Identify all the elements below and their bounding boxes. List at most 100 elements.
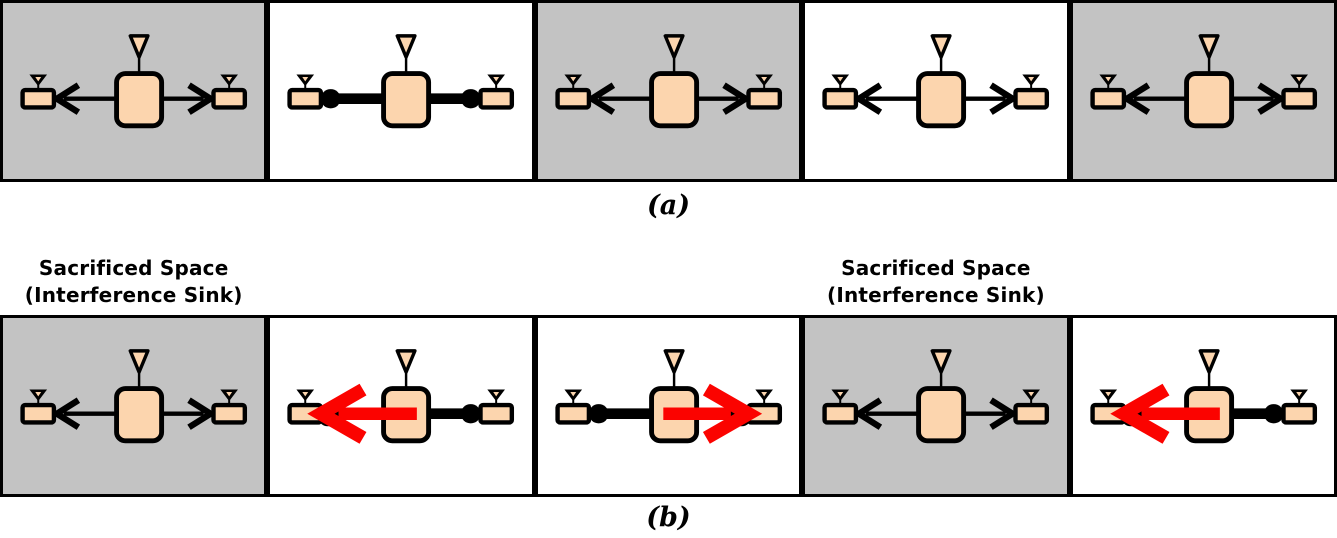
left-arrowhead-icon xyxy=(50,82,81,115)
center-base-station-node xyxy=(648,71,699,129)
right-antenna-inner xyxy=(761,391,767,397)
center-base-station-node xyxy=(1183,71,1234,129)
right-red-arrowhead-icon xyxy=(702,383,762,444)
left-arrowhead-icon xyxy=(853,397,883,430)
left-red-arrowhead-icon xyxy=(307,383,367,444)
row-b-panels xyxy=(0,315,1337,497)
center-antenna-icon xyxy=(930,349,952,374)
center-antenna-icon xyxy=(930,34,952,59)
panel-b-4 xyxy=(802,315,1070,497)
sink-label-line1: Sacrificed Space xyxy=(38,256,229,280)
row-a-panels xyxy=(0,0,1337,182)
cell-diagram xyxy=(20,349,248,444)
right-user-node xyxy=(211,87,248,110)
left-user-node xyxy=(822,402,859,425)
right-user-node xyxy=(1280,87,1317,110)
panel-a-1 xyxy=(0,0,268,182)
left-arrowhead-icon xyxy=(853,82,883,115)
right-antenna-inner xyxy=(1028,391,1035,397)
left-user-node xyxy=(287,87,324,110)
panel-b-2 xyxy=(267,315,535,497)
cell-diagram xyxy=(20,34,248,129)
center-base-station-node xyxy=(114,71,165,129)
row-b-sink-labels: Sacrificed Space(Interference Sink)Sacri… xyxy=(0,228,1337,315)
right-antenna-inner xyxy=(1295,391,1302,397)
left-blocked-link-dot-icon xyxy=(588,404,609,424)
cell-diagram xyxy=(287,349,515,444)
left-antenna-inner xyxy=(302,391,309,397)
right-blocked-link-dot-icon xyxy=(1263,404,1284,424)
caption-a: (a) xyxy=(646,189,691,221)
left-antenna-inner xyxy=(570,76,576,82)
right-arrowhead-icon xyxy=(722,82,752,115)
left-antenna-inner xyxy=(35,391,42,397)
right-antenna-inner xyxy=(226,391,233,397)
left-antenna-inner xyxy=(837,391,844,397)
right-arrowhead-icon xyxy=(1256,82,1287,115)
panel-b-3 xyxy=(534,315,803,497)
left-user-node xyxy=(555,87,591,110)
right-blocked-link-dot-icon xyxy=(461,89,481,109)
sink-label-line1: Sacrificed Space xyxy=(841,256,1031,280)
right-blocked-link-dot-icon xyxy=(461,404,481,424)
right-arrowhead-icon xyxy=(989,82,1019,115)
cell-diagram xyxy=(287,34,515,129)
left-user-node xyxy=(822,87,859,110)
right-antenna-inner xyxy=(761,76,767,82)
left-antenna-inner xyxy=(35,76,42,82)
cell-diagram xyxy=(555,349,782,444)
cell-diagram xyxy=(1090,34,1317,129)
center-base-station-node xyxy=(916,386,967,444)
sink-label-cell-1: Sacrificed Space (Interference Sink) xyxy=(0,255,267,315)
caption-b: (b) xyxy=(646,502,691,533)
right-arrowhead-icon xyxy=(187,82,217,115)
right-user-node xyxy=(1013,402,1050,425)
left-arrowhead-icon xyxy=(1120,82,1150,115)
left-antenna-inner xyxy=(837,76,844,82)
left-user-node xyxy=(1090,87,1126,110)
right-antenna-inner xyxy=(493,76,500,82)
panel-a-5 xyxy=(1069,0,1337,182)
right-user-node xyxy=(1013,87,1050,110)
center-antenna-icon xyxy=(128,349,150,374)
right-user-node xyxy=(211,402,248,425)
left-antenna-inner xyxy=(1104,391,1111,397)
left-user-node xyxy=(555,402,591,425)
cell-diagram xyxy=(822,34,1050,129)
right-user-node xyxy=(478,402,515,425)
left-red-arrowhead-icon xyxy=(1109,383,1170,444)
panel-b-5 xyxy=(1069,315,1337,497)
panel-a-3 xyxy=(534,0,803,182)
left-antenna-inner xyxy=(302,76,309,82)
center-antenna-icon xyxy=(663,349,685,374)
left-blocked-link-dot-icon xyxy=(321,89,341,109)
left-user-node xyxy=(20,87,57,110)
center-antenna-icon xyxy=(395,349,418,374)
left-antenna-inner xyxy=(1104,76,1111,82)
right-arrowhead-icon xyxy=(187,397,217,430)
center-antenna-icon xyxy=(1198,349,1220,374)
cell-diagram xyxy=(555,34,782,129)
left-arrowhead-icon xyxy=(585,82,615,115)
center-base-station-node xyxy=(114,386,165,444)
panel-a-4 xyxy=(802,0,1070,182)
right-arrowhead-icon xyxy=(989,397,1019,430)
center-antenna-icon xyxy=(663,34,685,59)
right-user-node xyxy=(478,87,515,110)
left-arrowhead-icon xyxy=(50,397,81,430)
cell-diagram xyxy=(1090,349,1317,444)
sink-label-cell-4: Sacrificed Space (Interference Sink) xyxy=(802,255,1069,315)
left-antenna-inner xyxy=(570,391,576,397)
center-base-station-node xyxy=(916,71,967,129)
sink-label-line2: (Interference Sink) xyxy=(24,283,243,307)
sink-label-line2: (Interference Sink) xyxy=(826,283,1045,307)
left-user-node xyxy=(20,402,57,425)
right-user-node xyxy=(746,87,782,110)
center-antenna-icon xyxy=(1198,34,1220,59)
center-antenna-icon xyxy=(128,34,150,59)
right-antenna-inner xyxy=(1295,76,1302,82)
center-base-station-node xyxy=(381,71,432,129)
right-antenna-inner xyxy=(226,76,233,82)
panel-a-2 xyxy=(267,0,535,182)
